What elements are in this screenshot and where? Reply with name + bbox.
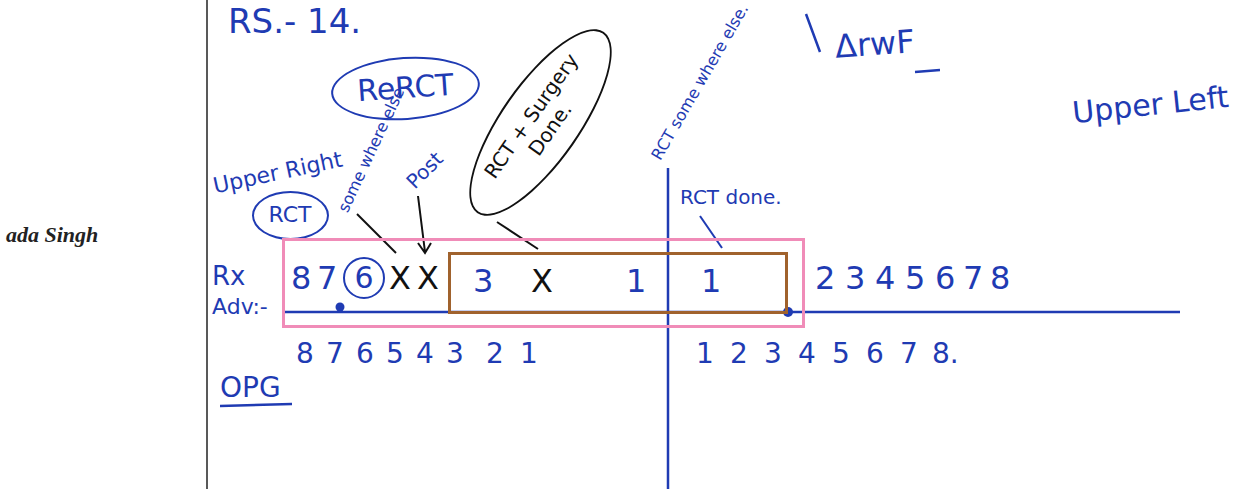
tooth-number: 5 bbox=[832, 338, 850, 370]
tooth-number: 5 bbox=[905, 260, 925, 297]
tooth-number: X bbox=[531, 263, 553, 300]
tooth-number: 1 bbox=[520, 338, 538, 370]
tooth-number: 8. bbox=[932, 338, 959, 370]
leader-line bbox=[700, 216, 722, 248]
patient-number: RS.- 14. bbox=[228, 2, 361, 41]
circled-note: ReRCT bbox=[328, 51, 481, 124]
advice-label: Adv:- bbox=[212, 294, 268, 319]
tooth-number: 5 bbox=[386, 338, 404, 370]
tooth-number: 2 bbox=[730, 338, 748, 370]
tooth-number: X bbox=[417, 260, 439, 297]
tooth-number: 7 bbox=[326, 338, 344, 370]
tooth-number: 8 bbox=[291, 260, 311, 297]
handwritten-note: RCT done. bbox=[680, 186, 782, 209]
rx-symbol: Rx bbox=[212, 262, 245, 292]
pen-stroke bbox=[806, 14, 940, 72]
investigation-label: OPG bbox=[220, 372, 281, 404]
tooth-number: 6 bbox=[935, 260, 955, 297]
tooth-number: 6 bbox=[356, 338, 374, 370]
tooth-number: 3 bbox=[845, 260, 865, 297]
tooth-number: 1 bbox=[701, 263, 721, 300]
tooth-number: 2 bbox=[815, 260, 835, 297]
handwritten-note: Post bbox=[402, 147, 448, 193]
tooth-number: 7 bbox=[317, 260, 337, 297]
doctor-name: ada Singh bbox=[6, 222, 98, 247]
quadrant-label: Upper Left bbox=[1071, 80, 1231, 131]
tooth-number: X bbox=[389, 260, 411, 297]
tooth-number: 4 bbox=[416, 338, 434, 370]
midline bbox=[667, 168, 670, 489]
tooth-number: 4 bbox=[798, 338, 816, 370]
leader-line bbox=[357, 214, 396, 253]
quadrant-box: 87XX63X11 bbox=[282, 238, 805, 328]
tooth-number: 6 bbox=[354, 261, 373, 296]
tooth-number: 8 bbox=[990, 260, 1010, 297]
note-text: ReRCT bbox=[356, 67, 455, 108]
circled-note: RCT + Surgery Done. bbox=[444, 9, 635, 235]
tooth-number: 4 bbox=[875, 260, 895, 297]
tooth-number: 6 bbox=[866, 338, 884, 370]
tooth-number: 2 bbox=[486, 338, 504, 370]
circled-tooth: 6 bbox=[343, 257, 385, 299]
page-divider bbox=[206, 0, 208, 489]
leader-line bbox=[497, 222, 538, 249]
handwritten-note: RCT some where else. bbox=[648, 1, 752, 163]
tooth-number: 7 bbox=[900, 338, 918, 370]
tooth-number: 3 bbox=[473, 263, 493, 300]
underline bbox=[220, 404, 292, 406]
tooth-number: 3 bbox=[764, 338, 782, 370]
tooth-number: 8 bbox=[296, 338, 314, 370]
tooth-number: 1 bbox=[626, 263, 646, 300]
pen-dot bbox=[336, 303, 345, 312]
tooth-number: 7 bbox=[963, 260, 983, 297]
arrow bbox=[418, 196, 431, 253]
note-text: RCT + Surgery Done. bbox=[478, 47, 602, 196]
treated-teeth-box: 3 X 1 1 bbox=[448, 252, 788, 314]
tooth-number: 3 bbox=[446, 338, 464, 370]
circled-note: RCT bbox=[252, 191, 329, 240]
tooth-number: 1 bbox=[696, 338, 714, 370]
handwritten-note: ΔrwF bbox=[834, 23, 916, 65]
note-text: RCT bbox=[269, 202, 312, 227]
